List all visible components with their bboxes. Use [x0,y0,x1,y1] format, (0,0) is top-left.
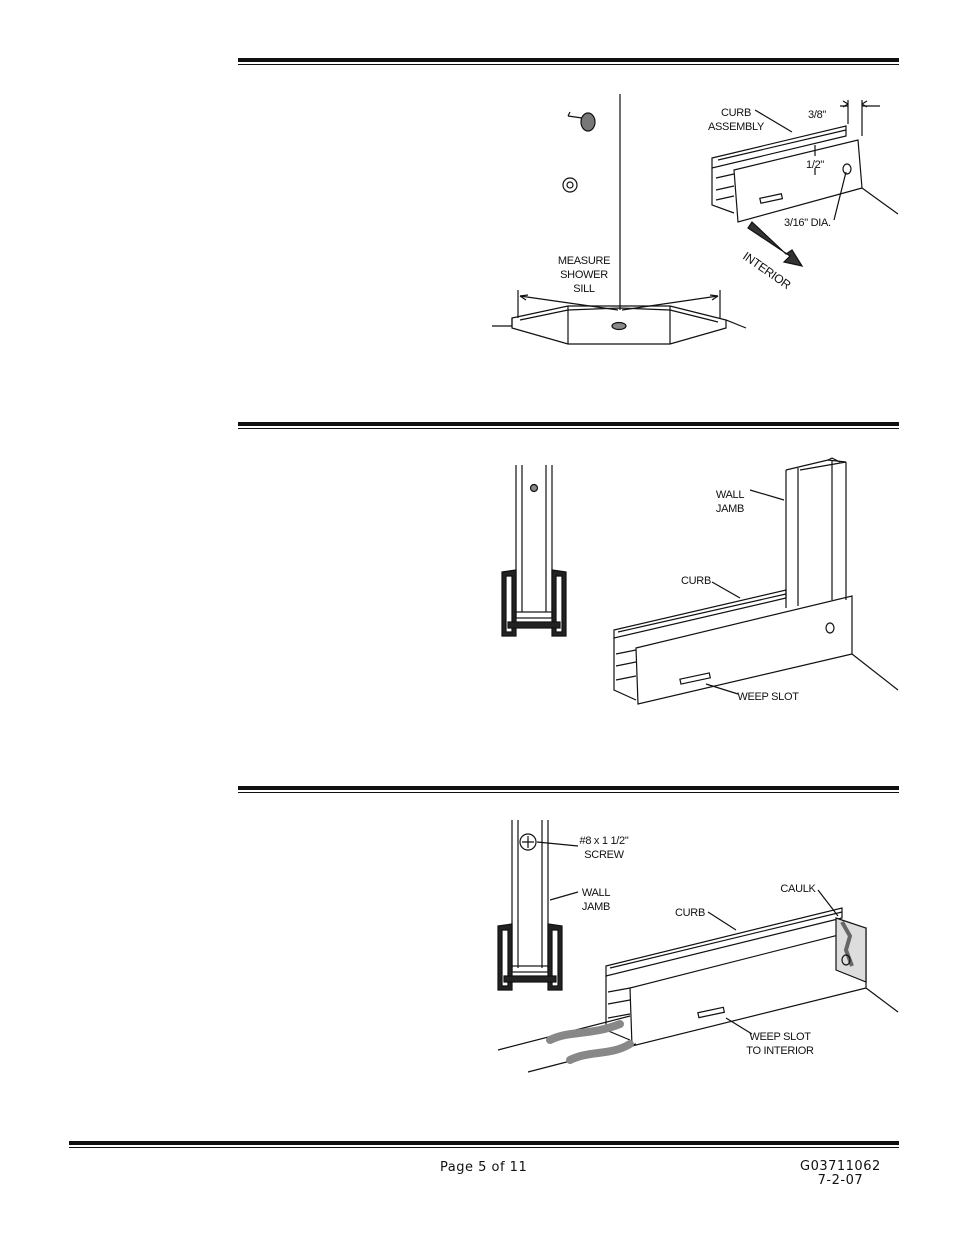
interior-arrow-icon [747,221,804,267]
weep-slot-label: WEEP SLOT [737,691,799,703]
dim-three-eighths: 3/8" [808,109,826,121]
interior-label: INTERIOR [740,249,794,292]
measure-label-1: MEASURE [558,255,610,267]
section-rule-1 [238,58,899,65]
shower-sill-drawing [492,94,747,345]
section-rule-3 [238,786,899,793]
dim-half: 1/2" [806,159,824,171]
wall-jamb-label-1: WALL [716,489,745,501]
weep-slot-interior-label-2: TO INTERIOR [746,1045,814,1057]
measure-label-3: SILL [573,283,595,295]
curb-label: CURB [681,575,711,587]
wall-jamb-label-2: JAMB [716,503,744,515]
footer-rule [69,1141,899,1148]
caulk-label: CAULK [780,883,816,895]
wall-jamb-curb-drawing [613,457,899,705]
dim-dia: 3/16" DIA. [784,217,831,229]
screw-icon [519,833,537,851]
shower-head-icon [580,112,596,132]
weep-slot-interior-label-1: WEEP SLOT [749,1031,811,1043]
wall-jamb-label-3-1: WALL [582,887,611,899]
curb-assembly-drawing [711,100,899,223]
measure-label-2: SHOWER [560,269,608,281]
curb-assembly-label-1: CURB [721,107,751,119]
page-number: Page 5 of 11 [440,1160,528,1175]
screw-label-1: #8 x 1 1/2" [580,835,629,847]
document-code: G03711062 7-2-07 [800,1160,881,1188]
section-rule-2 [238,422,899,429]
valve-icon [562,177,578,193]
screw-section-drawing [497,820,579,991]
wall-jamb-label-3-2: JAMB [582,901,610,913]
jamb-section-drawing [501,465,567,637]
screw-label-2: SCREW [584,849,624,861]
curb-label-3: CURB [675,907,705,919]
doc-date: 7-2-07 [817,1173,864,1188]
caulked-curb-drawing [497,889,899,1073]
curb-assembly-label-2: ASSEMBLY [708,121,765,133]
doc-number: G03711062 [800,1159,881,1174]
